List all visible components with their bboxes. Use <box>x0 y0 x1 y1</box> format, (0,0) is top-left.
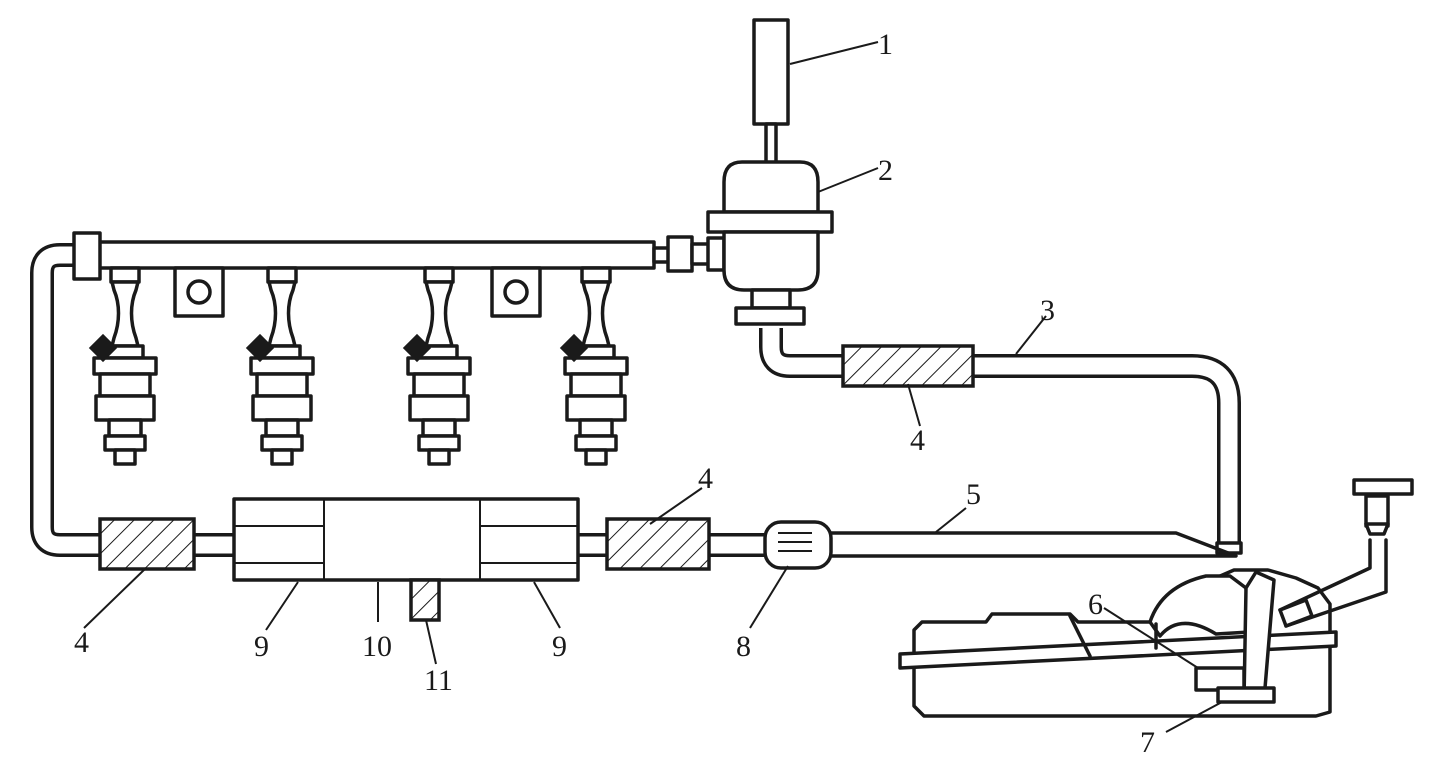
injector <box>558 266 629 466</box>
filter-upper <box>841 344 975 388</box>
line-5 <box>826 531 1238 558</box>
fuel-rail <box>92 240 656 270</box>
component-1 <box>752 18 790 126</box>
injector <box>244 266 315 466</box>
label-8: 8 <box>736 630 751 663</box>
label-11: 11 <box>424 664 453 697</box>
left-loop-pipe <box>30 243 102 557</box>
label-3: 3 <box>1040 294 1055 327</box>
rail-end-cap <box>72 231 102 281</box>
label-4: 4 <box>74 626 89 659</box>
component-11 <box>409 578 441 622</box>
label-1: 1 <box>878 28 893 61</box>
label-6: 6 <box>1088 588 1103 621</box>
rail-bracket <box>490 266 542 318</box>
pump-assembly <box>232 497 580 582</box>
label-9: 9 <box>552 630 567 663</box>
label-10: 10 <box>362 630 392 663</box>
label-4: 4 <box>698 462 713 495</box>
component-7 <box>1216 686 1276 704</box>
rail-fitting <box>666 235 694 273</box>
label-4: 4 <box>910 424 925 457</box>
pressure-regulator <box>722 160 820 214</box>
injector <box>401 266 472 466</box>
injector <box>87 266 158 466</box>
filter-middle <box>605 517 711 571</box>
label-7: 7 <box>1140 726 1155 759</box>
filter-left <box>98 517 196 571</box>
label-2: 2 <box>878 154 893 187</box>
filler-neck <box>1278 478 1414 628</box>
rail-bracket <box>173 266 225 318</box>
component-8 <box>763 520 833 570</box>
return-line-3 <box>972 354 1241 545</box>
label-9: 9 <box>254 630 269 663</box>
label-5: 5 <box>966 478 981 511</box>
